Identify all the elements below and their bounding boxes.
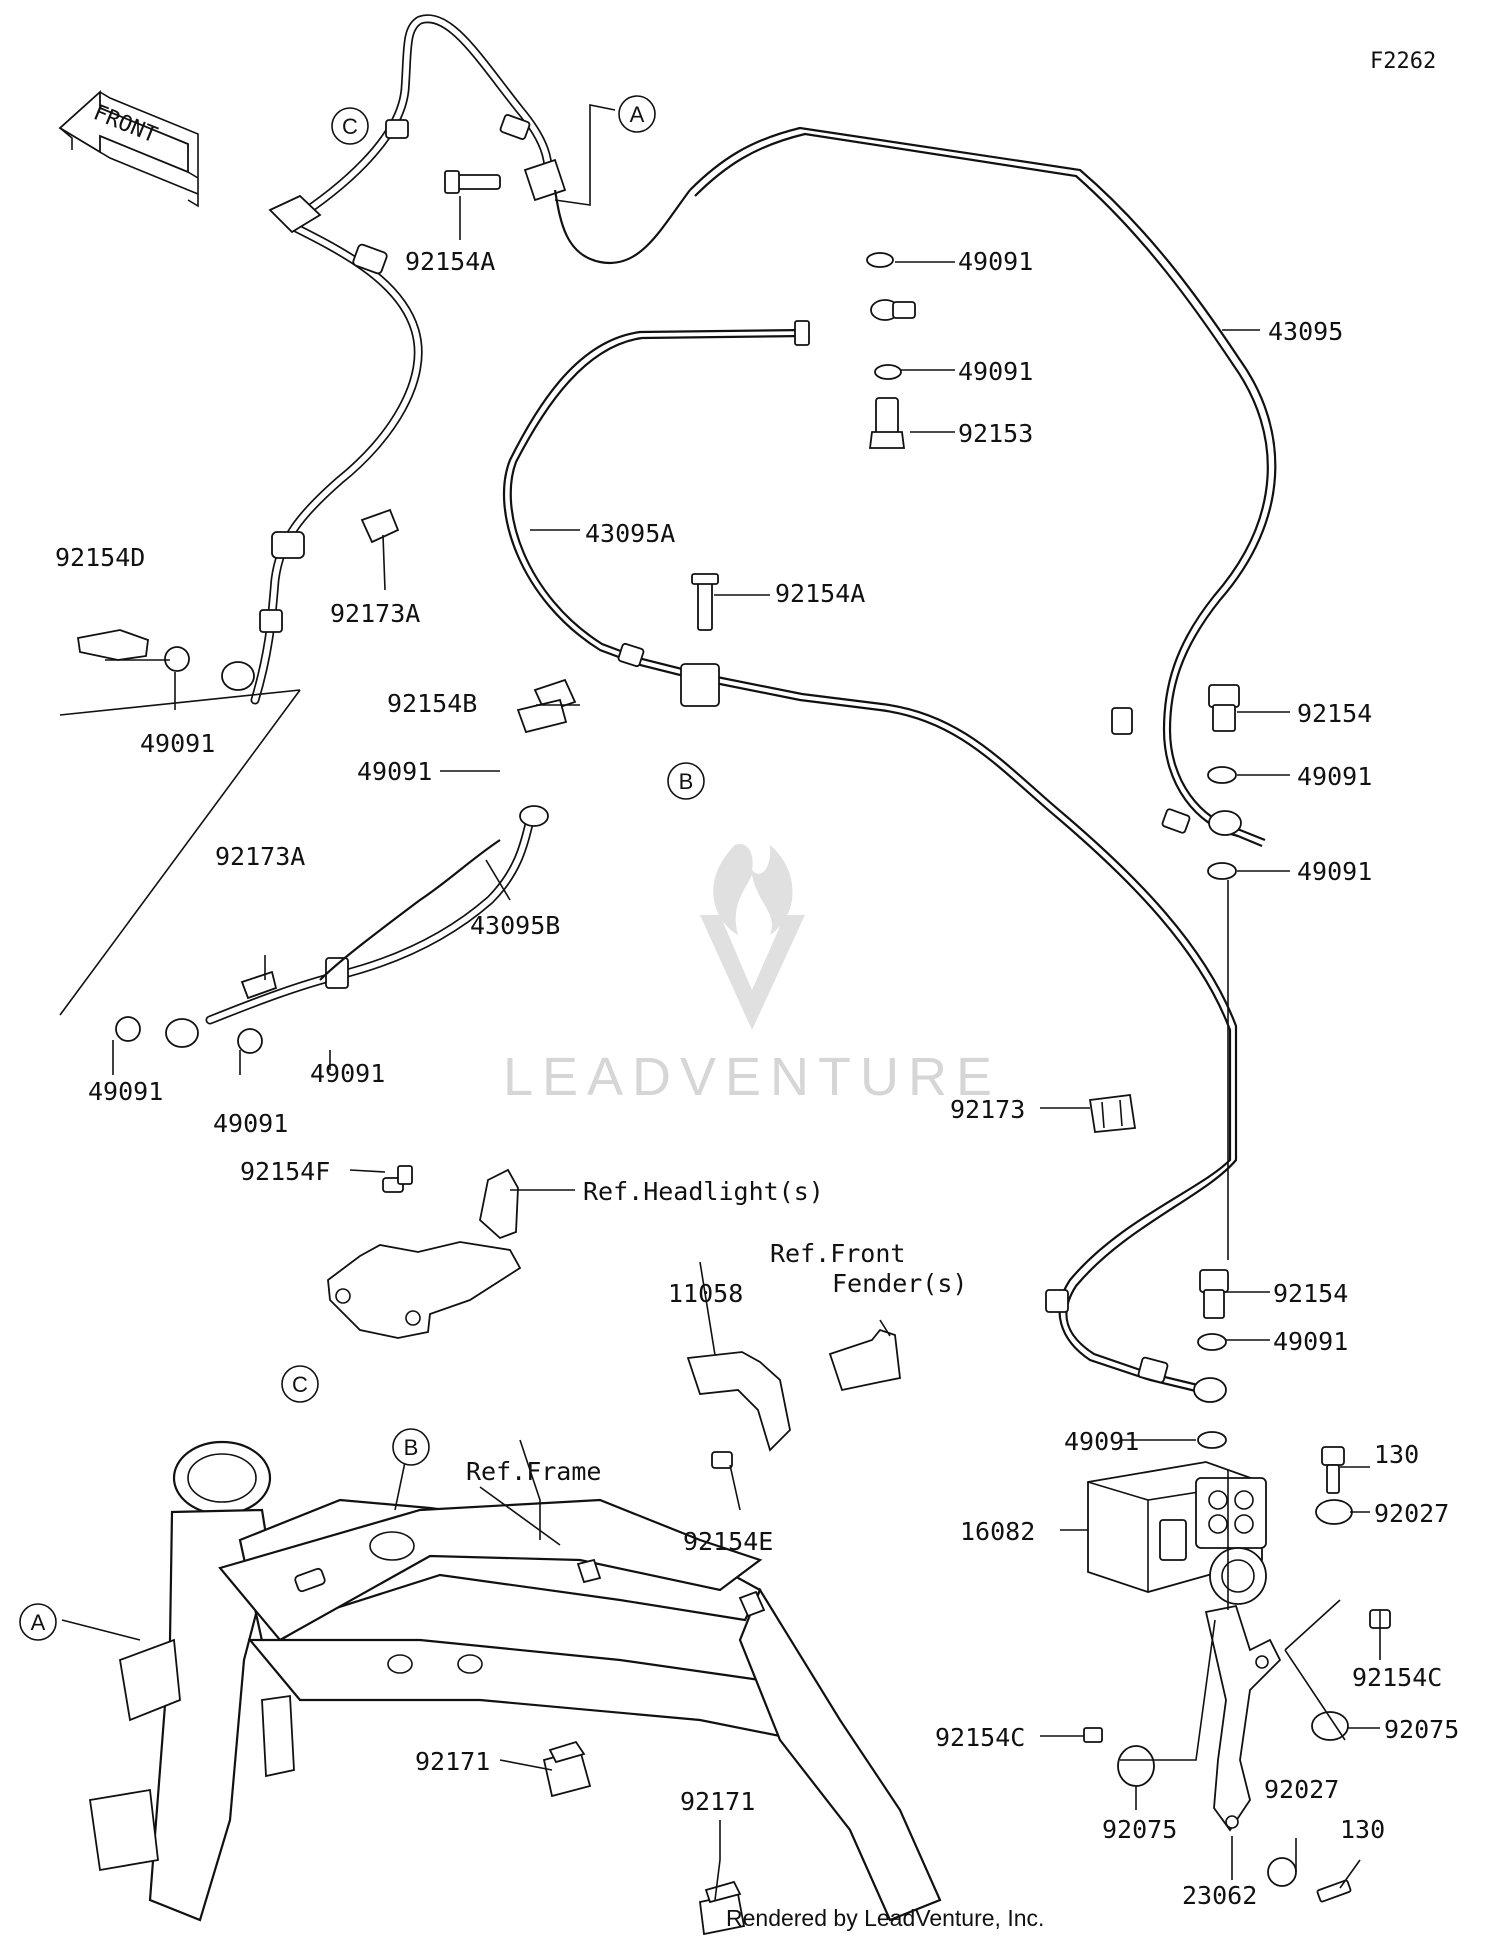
label-92027-top: 92027: [1374, 1499, 1449, 1528]
abs-unit-16082: [1087, 1461, 1267, 1605]
clip-92173: [1088, 1093, 1137, 1133]
front-fender-brackets: [686, 1328, 901, 1469]
label-49091-r2: 49091: [1297, 857, 1372, 886]
callout-b-frame: B: [392, 1428, 430, 1466]
clip-92173A-top: [360, 508, 400, 544]
label-92027-bot: 92027: [1264, 1775, 1339, 1804]
label-92173A-top: 92173A: [330, 599, 420, 628]
watermark-text: LEADVENTURE: [503, 1047, 1001, 1107]
svg-text:A: A: [630, 102, 645, 127]
label-92154-r1: 92154: [1297, 699, 1372, 728]
pipe-union-b: [680, 573, 720, 707]
label-49091-r4: 49091: [1064, 1427, 1139, 1456]
label-43095A: 43095A: [585, 519, 675, 548]
label-92075-r: 92075: [1384, 1715, 1459, 1744]
label-ref-headlight: Ref.Headlight(s): [583, 1177, 824, 1206]
svg-text:A: A: [31, 1610, 46, 1635]
label-92173A-mid: 92173A: [215, 842, 305, 871]
label-ref-front-2: Fender(s): [832, 1269, 967, 1298]
leader-lines: [59, 104, 1381, 1901]
label-92154E: 92154E: [683, 1527, 773, 1556]
front-arrow-icon: FRONT: [58, 89, 199, 208]
label-43095: 43095: [1268, 317, 1343, 346]
banjo-fitting-left: [76, 629, 577, 1054]
callout-c-top: C: [331, 107, 369, 145]
label-49091-b2: 49091: [310, 1059, 385, 1088]
label-130-top: 130: [1374, 1440, 1419, 1469]
svg-text:B: B: [404, 1435, 419, 1460]
diagram-code: F2262: [1370, 49, 1436, 74]
label-92154A-top: 92154A: [405, 247, 495, 276]
headlight-bracket: [327, 1165, 522, 1339]
svg-text:C: C: [292, 1372, 308, 1397]
part-labels: 92154A 49091 43095 49091 92153 43095A 92…: [55, 247, 1459, 1910]
label-92173: 92173: [950, 1095, 1025, 1124]
label-49091-r1: 49091: [1297, 762, 1372, 791]
label-92154F: 92154F: [240, 1157, 330, 1186]
label-130-bot: 130: [1340, 1815, 1385, 1844]
label-49091-2: 49091: [958, 357, 1033, 386]
label-92153: 92153: [958, 419, 1033, 448]
motorcycle-frame: [88, 1440, 942, 1922]
label-49091-left: 49091: [140, 729, 215, 758]
banjo-fitting-right-lower: [1193, 1269, 1229, 1449]
svg-text:C: C: [342, 114, 358, 139]
label-92154D: 92154D: [55, 543, 145, 572]
front-brake-hose-top: [268, 14, 553, 234]
label-49091-r3: 49091: [1273, 1327, 1348, 1356]
banjo-fitting-top-right: [866, 252, 916, 449]
callout-a-frame: A: [19, 1603, 57, 1641]
label-92154C-r: 92154C: [1352, 1663, 1442, 1692]
rubber-cushion-92171-right: [699, 1880, 746, 1936]
label-92075-bot: 92075: [1102, 1815, 1177, 1844]
label-92171-l: 92171: [415, 1747, 490, 1776]
callout-b-mid: B: [667, 762, 705, 800]
label-92154C-l: 92154C: [935, 1723, 1025, 1752]
footer-credit: Rendered by LeadVenture, Inc.: [726, 1905, 1044, 1931]
label-ref-frame: Ref.Frame: [466, 1457, 601, 1486]
callout-c-bottom: C: [281, 1365, 319, 1403]
label-49091-b1: 49091: [357, 757, 432, 786]
hardware-right: [1083, 1446, 1391, 1903]
brake-pipe-43095: [689, 126, 1277, 848]
brake-hose-43095B: [205, 805, 549, 1025]
rubber-cushion-92171-left: [542, 1740, 592, 1798]
abs-bracket-23062: [1204, 1604, 1282, 1832]
banjo-joint-top: [444, 158, 691, 265]
label-92154-r2: 92154: [1273, 1279, 1348, 1308]
label-92154B: 92154B: [387, 689, 477, 718]
brake-pipe-43095A: [502, 320, 1238, 1394]
label-23062: 23062: [1182, 1881, 1257, 1910]
label-43095B: 43095B: [470, 911, 560, 940]
callout-a-top: A: [618, 95, 656, 133]
label-49091-bl: 49091: [88, 1077, 163, 1106]
label-ref-front-1: Ref.Front: [770, 1239, 905, 1268]
watermark: LEADVENTURE: [503, 844, 1001, 1107]
front-brake-hose-left: [250, 220, 423, 705]
label-16082: 16082: [960, 1517, 1035, 1546]
label-11058: 11058: [668, 1279, 743, 1308]
label-92154A-mid: 92154A: [775, 579, 865, 608]
svg-text:B: B: [679, 769, 694, 794]
clip-92173A-mid: [240, 970, 278, 1000]
label-49091-br: 49091: [213, 1109, 288, 1138]
label-49091-1: 49091: [958, 247, 1033, 276]
label-92171-r: 92171: [680, 1787, 755, 1816]
banjo-fitting-right-upper: [1207, 684, 1242, 880]
